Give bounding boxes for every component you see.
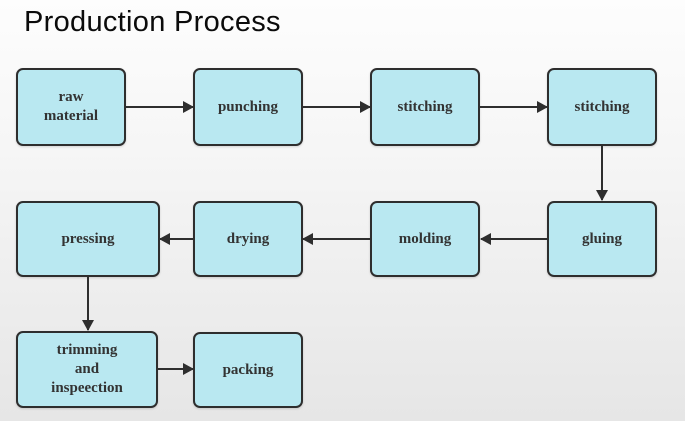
node-raw-material: raw material (16, 68, 126, 146)
arrow-drying-to-pressing-icon (159, 233, 193, 245)
arrow-trimming-to-packing-icon (158, 363, 194, 375)
node-molding: molding (370, 201, 480, 277)
arrow-stitching-to-gluing-icon (596, 146, 608, 201)
node-packing: packing (193, 332, 303, 408)
arrow-molding-to-drying-icon (302, 233, 370, 245)
arrowhead-left-icon (159, 233, 170, 245)
arrowhead-down-icon (82, 320, 94, 331)
node-gluing: gluing (547, 201, 657, 277)
arrow-pressing-to-trimming-icon (82, 277, 94, 331)
arrowhead-right-icon (183, 363, 194, 375)
node-trimming-and-inspeection: trimming and inspeection (16, 331, 158, 408)
arrowhead-down-icon (596, 190, 608, 201)
node-drying: drying (193, 201, 303, 277)
arrow-raw-material-to-punching-icon (126, 101, 194, 113)
arrow-stitching-to-stitching-icon (480, 101, 548, 113)
arrowhead-right-icon (360, 101, 371, 113)
arrowhead-left-icon (480, 233, 491, 245)
arrowhead-right-icon (537, 101, 548, 113)
node-pressing: pressing (16, 201, 160, 277)
page-title: Production Process (24, 6, 281, 38)
node-stitching-2: stitching (547, 68, 657, 146)
arrow-gluing-to-molding-icon (480, 233, 547, 245)
arrowhead-right-icon (183, 101, 194, 113)
node-punching: punching (193, 68, 303, 146)
arrow-punching-to-stitching-icon (303, 101, 371, 113)
arrowhead-left-icon (302, 233, 313, 245)
node-stitching-1: stitching (370, 68, 480, 146)
